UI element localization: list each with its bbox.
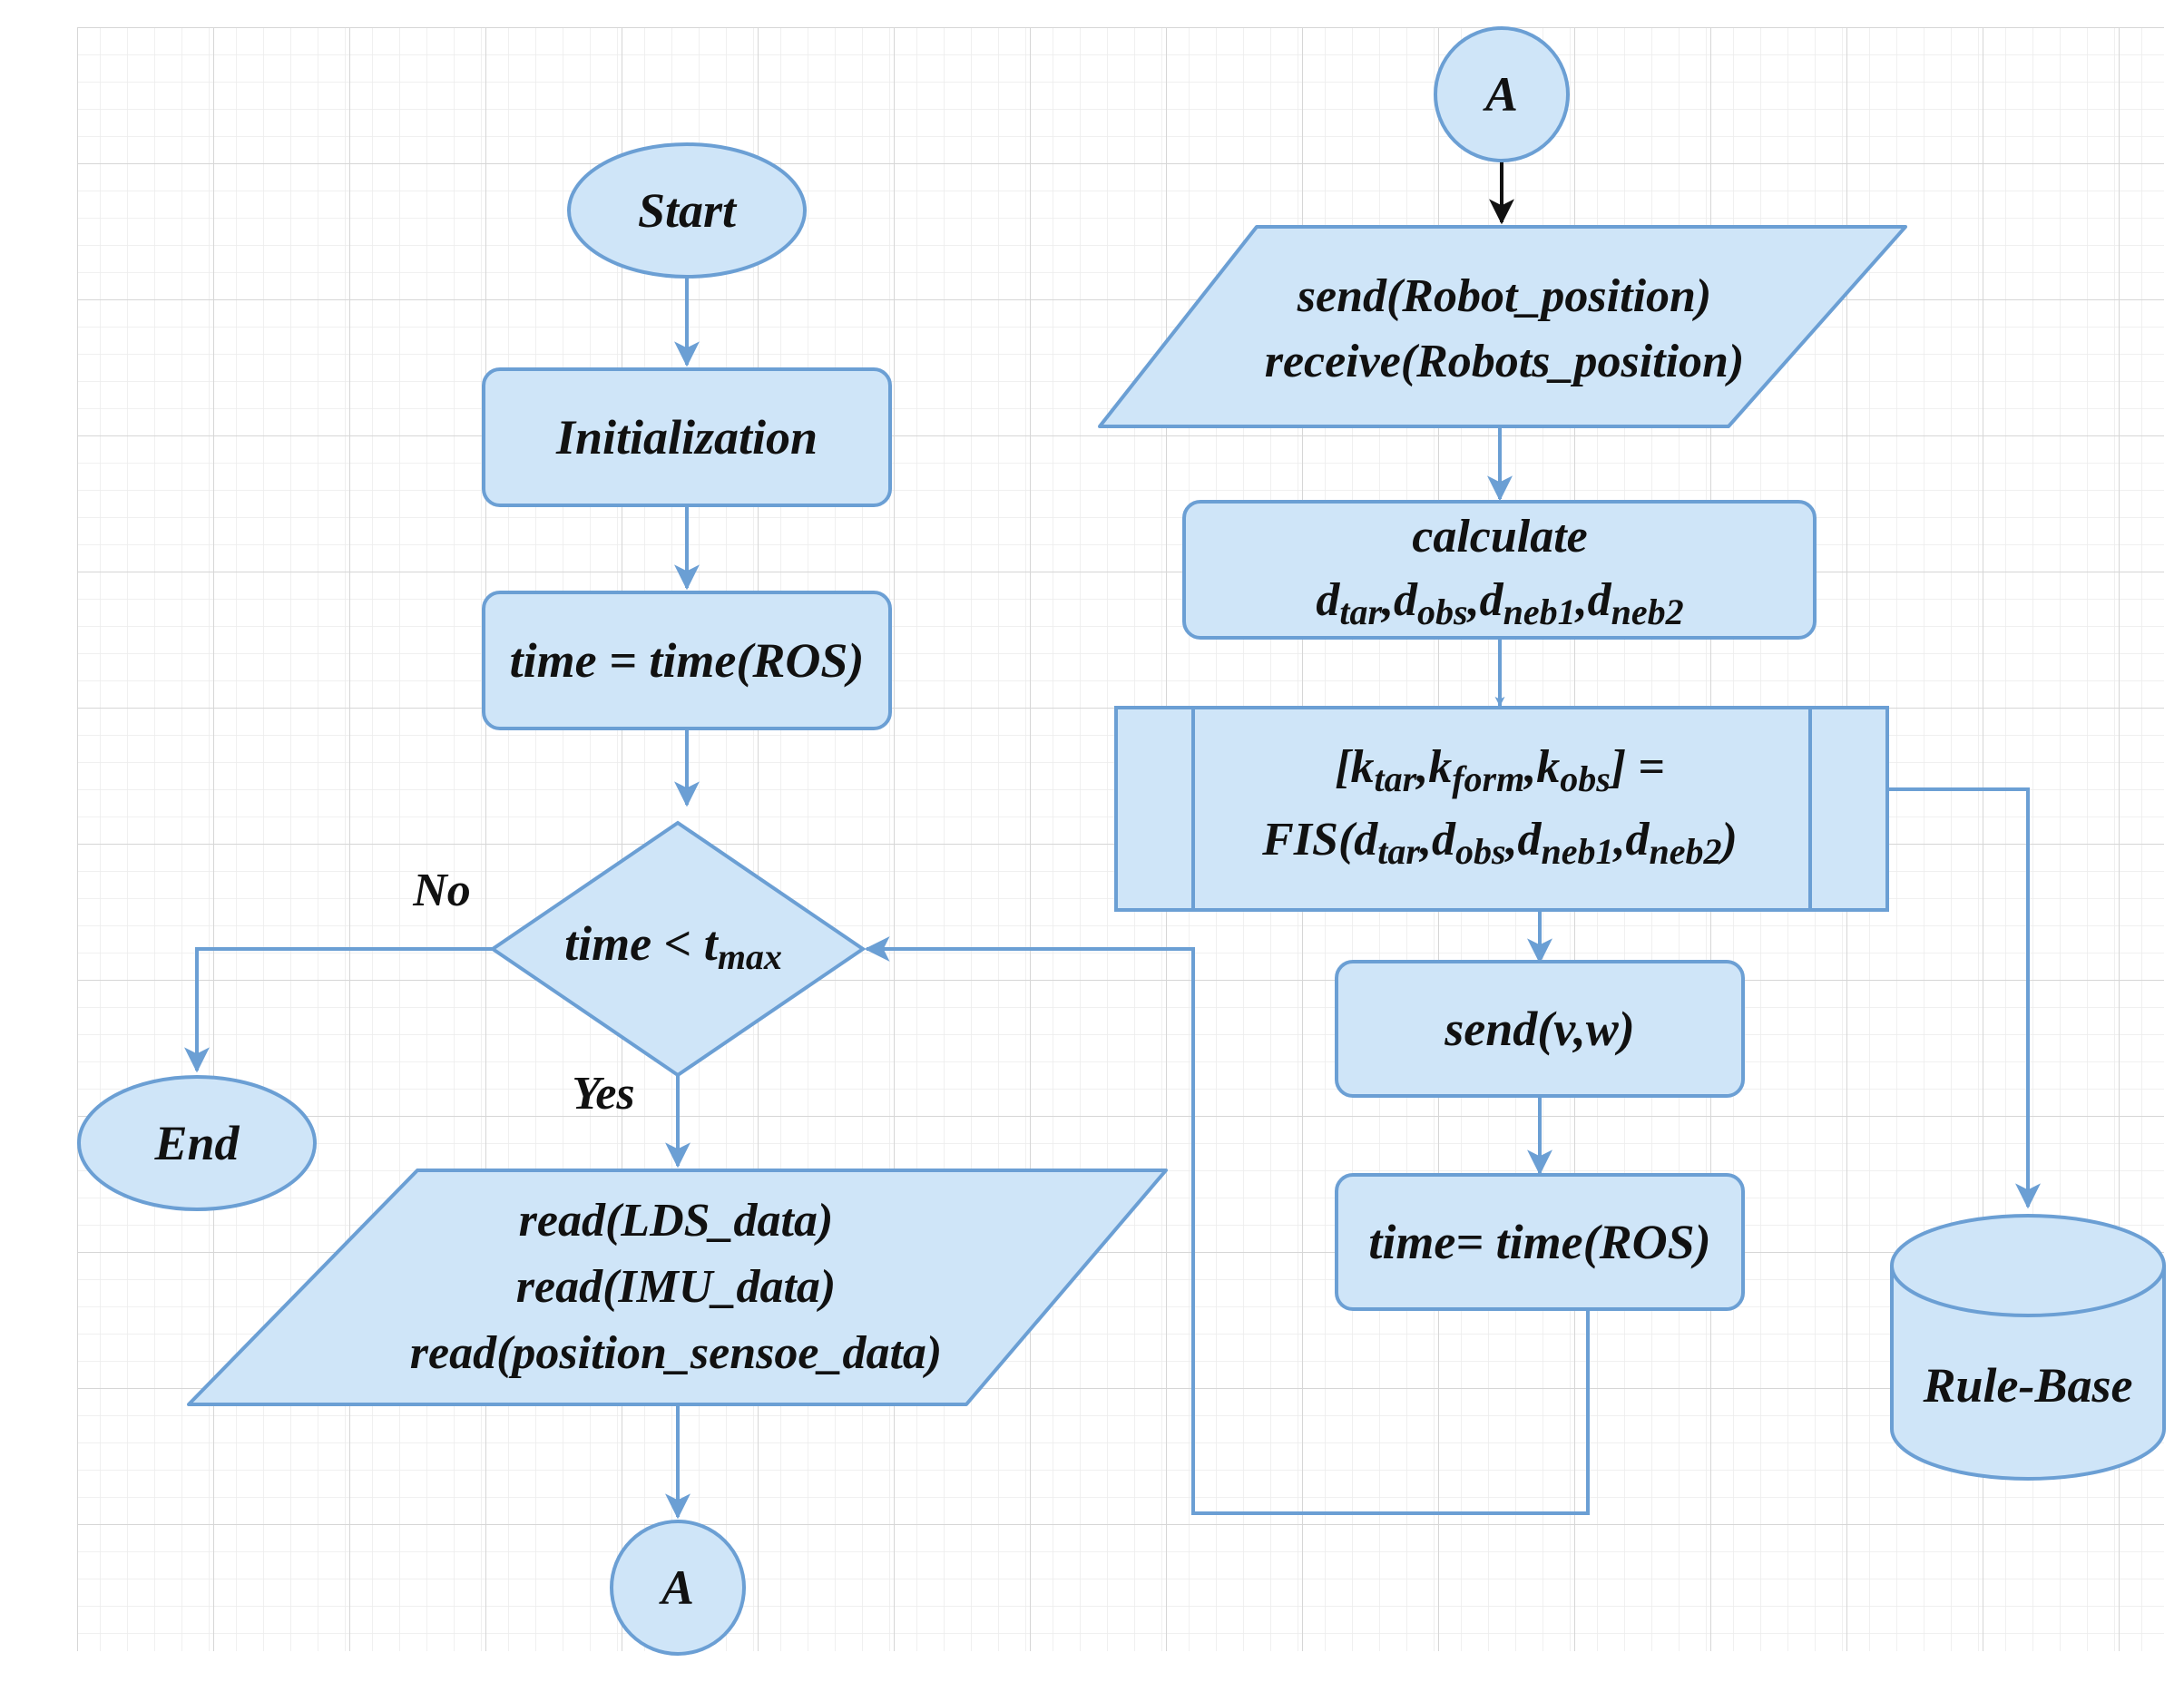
calculate-line2: dtar,dobs,dneb1,dneb2 [1316, 574, 1683, 632]
time-ros-left-node[interactable] [482, 591, 892, 730]
fis-line2: FIS(dtar,dobs,dneb1,dneb2) [1261, 814, 1738, 872]
send-receive-line1: send(Robot_position) [1297, 270, 1712, 322]
time-ros-left-label: time = time(ROS) [510, 633, 865, 688]
edge-label-yes: Yes [572, 1068, 634, 1120]
edge-fis-to-rule-base [1887, 787, 2041, 1209]
rule-base-top-rim [1890, 1265, 2166, 1317]
read-io-line2: read(IMU_data) [516, 1261, 836, 1313]
calculate-line1: calculate [1412, 511, 1588, 562]
calculate-node[interactable] [1182, 500, 1817, 640]
send-vw-label: send(v,w) [1444, 1002, 1634, 1056]
send-receive-io-node[interactable] [1098, 225, 1907, 428]
connector-top-node[interactable] [1434, 26, 1570, 162]
read-io-line1: read(LDS_data) [519, 1195, 834, 1247]
rule-base-node[interactable] [1890, 1214, 2166, 1481]
send-receive-line2: receive(Robots_position) [1265, 336, 1745, 387]
send-vw-node[interactable] [1335, 960, 1745, 1098]
connector-bottom-label: A [659, 1560, 694, 1615]
connector-top-label: A [1483, 67, 1518, 122]
time-ros-right-label: time= time(ROS) [1368, 1215, 1710, 1269]
rule-base-label: Rule-Base [1922, 1358, 2132, 1413]
edge-decision-no-to-end [184, 947, 493, 1073]
init-label: Initialization [555, 410, 818, 465]
start-node[interactable] [567, 142, 807, 279]
connector-bottom-node[interactable] [610, 1520, 746, 1656]
end-label: End [153, 1116, 240, 1170]
fis-process-node[interactable] [1114, 706, 1889, 912]
end-node[interactable] [77, 1075, 317, 1211]
edge-label-no: No [412, 865, 471, 916]
read-io-line3: read(position_sensoe_data) [410, 1327, 942, 1379]
time-ros-right-node[interactable] [1335, 1173, 1745, 1311]
start-label: Start [638, 183, 738, 238]
decision-label: time < tmax [564, 916, 782, 977]
fis-line1: [ktar,kform,kobs] = [1335, 741, 1665, 799]
init-node[interactable] [482, 367, 892, 507]
decision-node[interactable] [489, 820, 867, 1078]
read-io-node[interactable] [187, 1169, 1168, 1406]
edge-loop-back-to-decision [864, 936, 1590, 1515]
